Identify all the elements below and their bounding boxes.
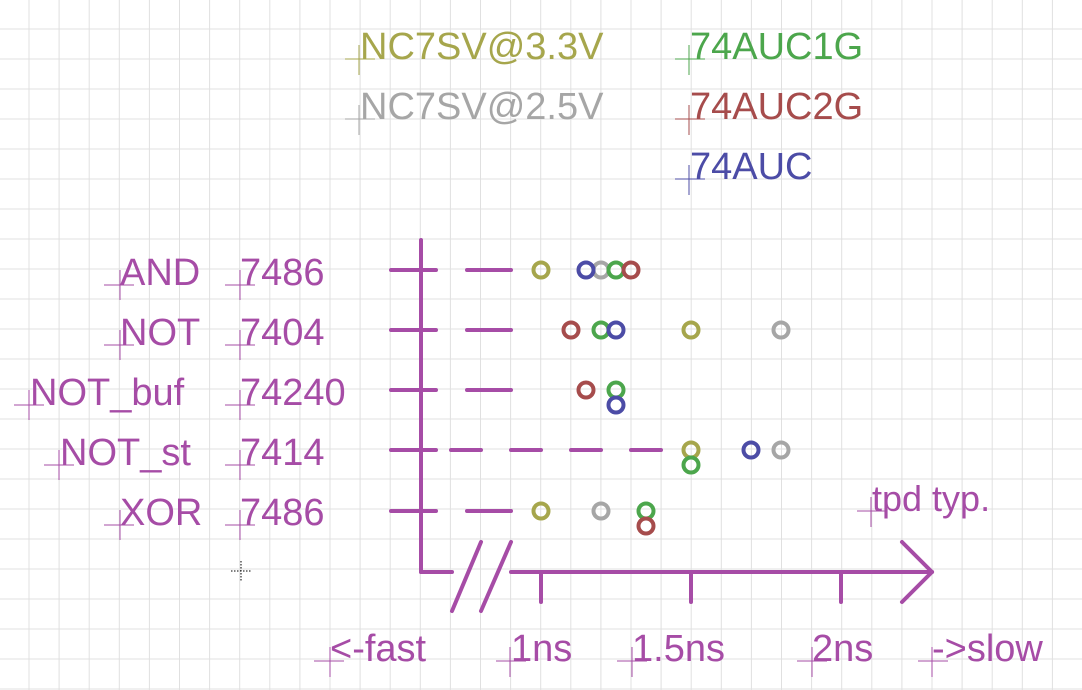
data-point-74auc2g — [561, 320, 581, 340]
x-axis-arrowhead — [900, 570, 934, 604]
fast-label: <-fast — [314, 628, 427, 677]
text-origin-cross-icon — [797, 647, 827, 677]
tick-label-2ns: 2ns — [797, 628, 873, 677]
legend-label: 74AUC1G — [690, 26, 863, 68]
data-point-74auc — [606, 395, 626, 415]
text-origin-cross-icon — [44, 450, 255, 480]
data-point-nc7sv-2-5v — [771, 320, 791, 340]
data-point-74auc1g — [606, 380, 626, 400]
part-label: 7404 — [240, 312, 325, 354]
row-label-and: AND 7486 — [104, 252, 325, 300]
tick-label-1-5ns: 1.5ns — [617, 628, 725, 677]
slow-end-label: ->slow — [932, 628, 1043, 670]
part-label: 7414 — [240, 432, 325, 474]
slow-label: ->slow — [918, 628, 1043, 677]
x-axis-title: tpd typ. — [857, 478, 990, 527]
legend-label: NC7SV@3.3V — [360, 26, 604, 68]
text-origin-cross-icon — [675, 165, 705, 195]
data-point-nc7sv-3-3v — [681, 320, 701, 340]
text-origin-cross-icon — [314, 647, 344, 677]
text-origin-cross-icon — [14, 390, 255, 420]
text-origin-cross-icon — [675, 105, 705, 135]
data-point-74auc — [741, 440, 761, 460]
x-axis-arrowhead — [900, 540, 934, 574]
row-label-xor: XOR 7486 — [104, 492, 325, 540]
tick-label: 1.5ns — [632, 628, 725, 670]
row-label-not: NOT 7404 — [104, 312, 325, 360]
fast-end-label: <-fast — [330, 628, 427, 670]
axis-break-mark — [479, 540, 513, 613]
data-point-74auc2g — [576, 380, 596, 400]
row-labels: AND 7486 NOT 7404 NOT_buf 74240 NOT_st 7… — [14, 252, 346, 540]
legend: NC7SV@3.3V NC7SV@2.5V 74AUC1G 74AUC2G 74… — [345, 26, 863, 195]
tick-label: 2ns — [812, 628, 873, 670]
data-point-74auc — [606, 320, 626, 340]
gate-label: NOT_st — [60, 432, 191, 474]
data-point-74auc1g — [681, 455, 701, 475]
x-axis-label: tpd typ. — [872, 478, 990, 519]
data-point-nc7sv-3-3v — [531, 501, 551, 521]
data-point-74auc1g — [606, 260, 626, 280]
axis-break-mark — [450, 540, 483, 613]
legend-label: 74AUC2G — [690, 86, 863, 128]
legend-label: NC7SV@2.5V — [360, 86, 604, 128]
legend-item-74auc1g: 74AUC1G — [675, 26, 863, 75]
gate-label: NOT_buf — [30, 372, 185, 414]
legend-item-nc7sv-3v3: NC7SV@3.3V — [345, 26, 604, 75]
text-origin-cross-icon — [345, 105, 375, 135]
data-point-74auc — [576, 260, 596, 280]
cursor-crosshair-icon — [231, 561, 251, 581]
text-origin-cross-icon — [496, 647, 526, 677]
row-label-not-st: NOT_st 7414 — [44, 432, 325, 480]
gate-label: XOR — [120, 492, 202, 534]
data-point-74auc2g — [636, 516, 656, 536]
text-origin-cross-icon — [918, 647, 948, 677]
tick-label: 1ns — [511, 628, 572, 670]
text-origin-cross-icon — [857, 497, 887, 527]
data-point-nc7sv-2-5v — [771, 440, 791, 460]
data-points — [531, 260, 791, 536]
text-origin-cross-icon — [675, 45, 705, 75]
text-origin-cross-icon — [104, 270, 255, 300]
part-label: 7486 — [240, 252, 325, 294]
data-point-nc7sv-2-5v — [591, 501, 611, 521]
axes — [389, 238, 934, 613]
text-origin-cross-icon — [617, 647, 647, 677]
data-point-74auc1g — [636, 501, 656, 521]
data-point-nc7sv-3-3v — [531, 260, 551, 280]
part-label: 7486 — [240, 492, 325, 534]
legend-item-74auc2g: 74AUC2G — [675, 86, 863, 135]
text-origin-cross-icon — [104, 510, 255, 540]
data-point-74auc2g — [621, 260, 641, 280]
text-origin-cross-icon — [345, 45, 375, 75]
axis-labels: tpd typ. <-fast 1ns 1.5ns 2ns ->slow — [314, 478, 1043, 677]
gate-label: AND — [120, 252, 200, 294]
part-label: 74240 — [240, 372, 346, 414]
gate-label: NOT — [120, 312, 200, 354]
row-label-not-buf: NOT_buf 74240 — [14, 372, 346, 420]
legend-item-nc7sv-2v5: NC7SV@2.5V — [345, 86, 604, 135]
legend-label: 74AUC — [690, 146, 813, 188]
legend-item-74auc: 74AUC — [675, 146, 813, 195]
tick-label-1ns: 1ns — [496, 628, 572, 677]
text-origin-cross-icon — [104, 330, 255, 360]
